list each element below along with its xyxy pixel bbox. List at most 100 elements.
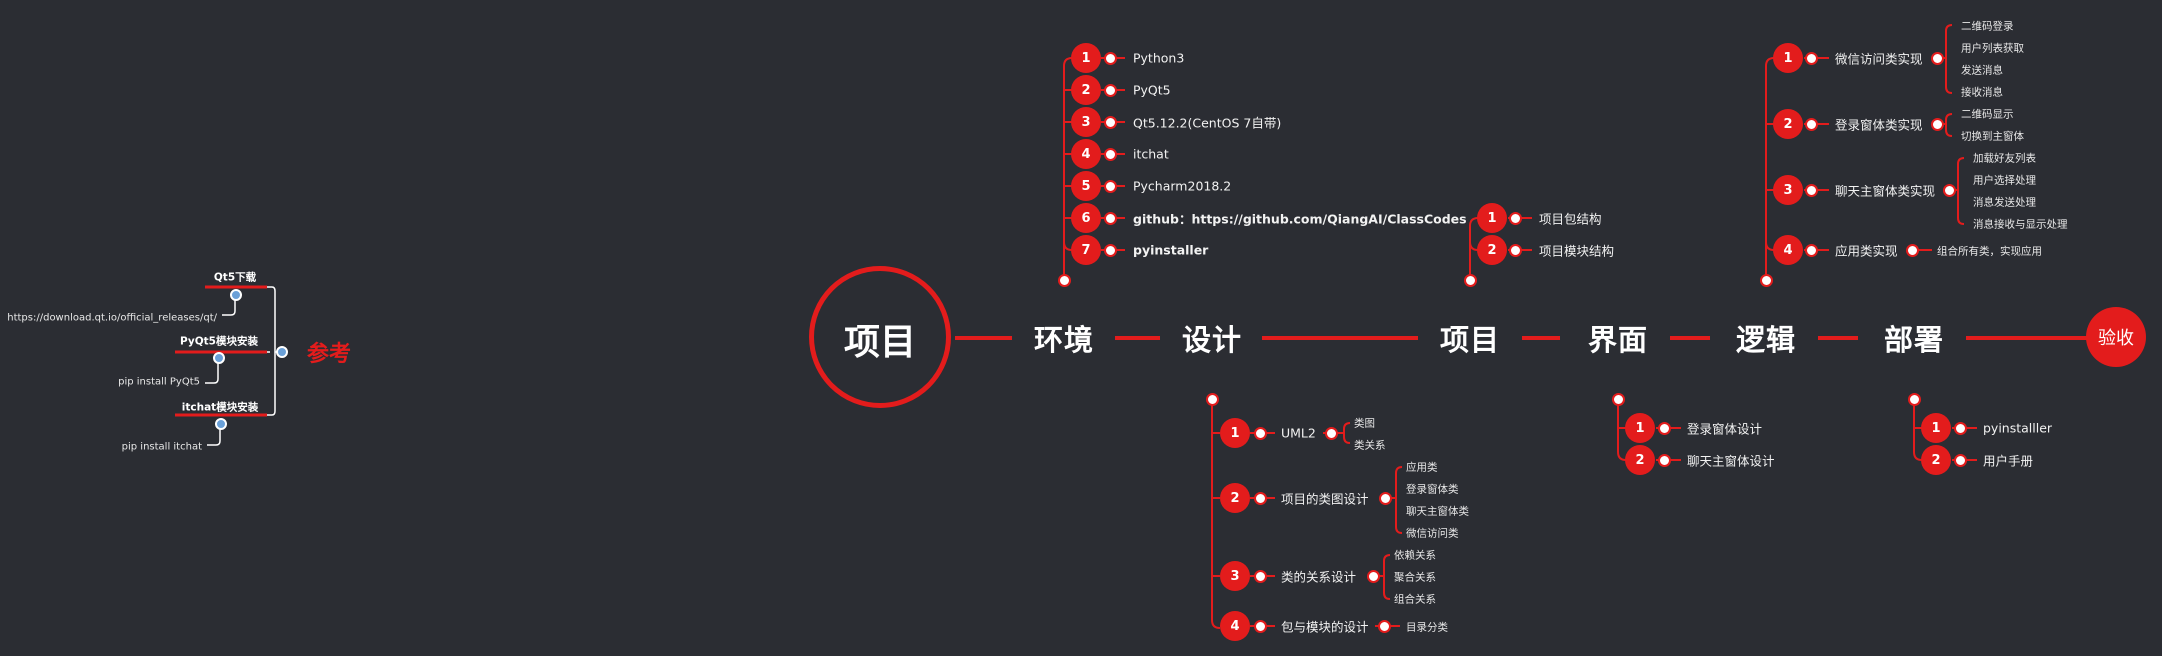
design-item-number: 2 [1220, 483, 1250, 513]
end-node-label: 验收 [2098, 328, 2134, 349]
env-item-dot [1104, 244, 1117, 257]
env-item-number: 3 [1071, 107, 1101, 137]
design-item-label[interactable]: 包与模块的设计 [1281, 619, 1369, 635]
stage-deploy[interactable]: 部署 [1883, 323, 1945, 357]
design-sub-dot [1367, 570, 1380, 583]
design-item-number: 1 [1220, 418, 1250, 448]
env-item-dot [1104, 180, 1117, 193]
logic-sub-label: 消息发送处理 [1973, 196, 2036, 209]
reference-note-qt5: https://download.qt.io/official_releases… [7, 312, 217, 324]
stage-interface[interactable]: 界面 [1587, 323, 1649, 357]
project-item-label[interactable]: 项目包结构 [1539, 211, 1602, 227]
logic-sub-label: 组合所有类，实现应用 [1937, 245, 2042, 258]
env-item-dot [1104, 212, 1117, 225]
design-sub-label: 依赖关系 [1394, 549, 1436, 562]
env-branch-anchor-dot [1058, 274, 1071, 287]
logic-item-number: 4 [1773, 235, 1803, 265]
deploy-item-dot [1954, 422, 1967, 435]
project-item-number: 1 [1477, 203, 1507, 233]
ui-item-label[interactable]: 聊天主窗体设计 [1687, 453, 1775, 469]
env-item-label[interactable]: Qt5.12.2(CentOS 7自带) [1133, 115, 1282, 131]
design-sub-dot [1379, 492, 1392, 505]
stage-logic[interactable]: 逻辑 [1735, 323, 1797, 357]
design-sub-label: 登录窗体类 [1406, 483, 1459, 496]
logic-item-dot [1805, 118, 1818, 131]
env-item-number: 4 [1071, 139, 1101, 169]
end-node-acceptance[interactable]: 验收 [2086, 307, 2146, 367]
deploy-item-label[interactable]: 用户手册 [1983, 453, 2034, 469]
env-item-label[interactable]: github：https://github.com/QiangAI/ClassC… [1133, 211, 1467, 227]
logic-sub-label: 用户列表获取 [1961, 42, 2024, 55]
logic-sub-label: 二维码登录 [1961, 20, 2014, 33]
stage-environment[interactable]: 环境 [1033, 323, 1095, 357]
design-item-label[interactable]: 项目的类图设计 [1281, 491, 1369, 507]
logic-item-label[interactable]: 微信访问类实现 [1835, 51, 1923, 67]
design-sub-label: 聚合关系 [1394, 571, 1436, 584]
env-item-number: 6 [1071, 203, 1101, 233]
design-sub-label: 组合关系 [1394, 593, 1436, 606]
env-item-label[interactable]: Python3 [1133, 50, 1185, 66]
logic-sub-label: 切换到主窗体 [1961, 130, 2024, 143]
reference-connector-dot [276, 346, 288, 358]
env-item-label[interactable]: itchat [1133, 146, 1169, 162]
design-sub-label: 聊天主窗体类 [1406, 505, 1469, 518]
design-item-label[interactable]: UML2 [1281, 425, 1316, 441]
logic-item-label[interactable]: 聊天主窗体类实现 [1835, 183, 1936, 199]
reference-note-pyqt5: pip install PyQt5 [118, 376, 200, 388]
design-sub-dot [1378, 620, 1391, 633]
deploy-item-number: 2 [1921, 445, 1951, 475]
design-sub-label: 微信访问类 [1406, 527, 1459, 540]
env-item-label[interactable]: pyinstaller [1133, 242, 1209, 258]
logic-item-label[interactable]: 登录窗体类实现 [1835, 117, 1923, 133]
env-item-number: 5 [1071, 171, 1101, 201]
env-item-dot [1104, 84, 1117, 97]
deploy-item-number: 1 [1921, 413, 1951, 443]
logic-item-number: 2 [1773, 109, 1803, 139]
deploy-item-dot [1954, 454, 1967, 467]
logic-sub-dot [1931, 118, 1944, 131]
design-item-dot [1254, 570, 1267, 583]
root-node-circle[interactable] [809, 266, 951, 408]
reference-note-itchat: pip install itchat [121, 441, 202, 453]
design-item-dot [1254, 620, 1267, 633]
design-branch-anchor-dot [1206, 393, 1219, 406]
stage-design[interactable]: 设计 [1181, 323, 1243, 357]
logic-sub-label: 用户选择处理 [1973, 174, 2036, 187]
project-item-label[interactable]: 项目模块结构 [1539, 243, 1615, 259]
design-sub-label: 类图 [1354, 417, 1375, 430]
ui-item-label[interactable]: 登录窗体设计 [1687, 421, 1763, 437]
logic-sub-label: 二维码显示 [1961, 108, 2014, 121]
env-item-dot [1104, 148, 1117, 161]
design-item-dot [1254, 492, 1267, 505]
ui-item-dot [1658, 454, 1671, 467]
env-item-label[interactable]: Pycharm2018.2 [1133, 178, 1232, 194]
logic-item-dot [1805, 244, 1818, 257]
env-item-label[interactable]: PyQt5 [1133, 82, 1171, 98]
design-item-label[interactable]: 类的关系设计 [1281, 569, 1357, 585]
logic-item-dot [1805, 52, 1818, 65]
ui-item-number: 1 [1625, 413, 1655, 443]
logic-sub-label: 加载好友列表 [1973, 152, 2036, 165]
deploy-branch-anchor-dot [1908, 393, 1921, 406]
stage-project[interactable]: 项目 [1439, 323, 1501, 357]
reference-heading-pyqt5: PyQt5模块安装 [180, 335, 258, 348]
deploy-item-label[interactable]: pyinstalller [1983, 420, 2053, 436]
ui-item-number: 2 [1625, 445, 1655, 475]
project-item-dot [1509, 244, 1522, 257]
env-item-number: 7 [1071, 235, 1101, 265]
design-sub-label: 类关系 [1354, 439, 1386, 452]
reference-title: 参考 [307, 342, 352, 367]
design-sub-label: 应用类 [1406, 461, 1438, 474]
root-node-label: 项目 [843, 322, 917, 363]
env-item-dot [1104, 116, 1117, 129]
logic-item-label[interactable]: 应用类实现 [1835, 243, 1898, 259]
design-item-number: 4 [1220, 611, 1250, 641]
logic-sub-dot [1931, 52, 1944, 65]
reference-heading-qt5: Qt5下载 [213, 271, 257, 284]
logic-sub-dot [1943, 184, 1956, 197]
reference-dot-qt5 [230, 289, 242, 301]
reference-dot-pyqt5 [213, 352, 225, 364]
logic-sub-label: 消息接收与显示处理 [1973, 218, 2068, 231]
reference-dot-itchat [215, 418, 227, 430]
design-sub-dot [1325, 427, 1338, 440]
